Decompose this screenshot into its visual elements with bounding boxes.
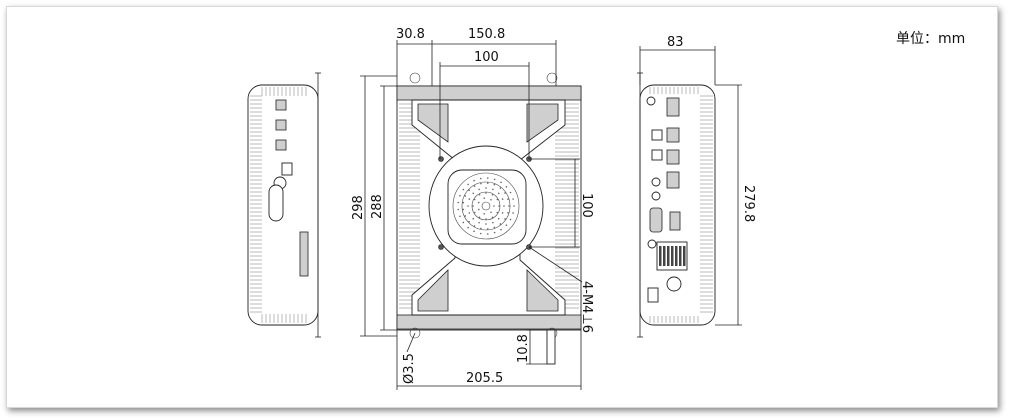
- right-side-view: [637, 72, 716, 338]
- dim-height-outer: 298: [351, 195, 366, 220]
- dim-hole-diameter: Ø3.5: [402, 353, 417, 384]
- screw-callout: 4-M4⊥6: [579, 281, 594, 333]
- dim-side-height: 279.8: [741, 185, 756, 222]
- dim-foot-height: 10.8: [516, 334, 531, 363]
- dim-top-left-offset: 30.8: [396, 27, 425, 42]
- front-dimensions: [360, 40, 583, 390]
- dim-bottom-width: 205.5: [466, 371, 503, 386]
- dim-top-inner: 100: [474, 50, 499, 65]
- front-view: [396, 72, 582, 365]
- dim-right-inner-height: 100: [579, 193, 594, 218]
- right-dimensions: [639, 46, 742, 326]
- left-side-view: [247, 72, 321, 338]
- unit-label: 单位：mm: [896, 31, 965, 47]
- dim-height-inner: 288: [370, 194, 385, 219]
- dim-depth: 83: [667, 35, 684, 50]
- dim-top-span: 150.8: [468, 27, 505, 42]
